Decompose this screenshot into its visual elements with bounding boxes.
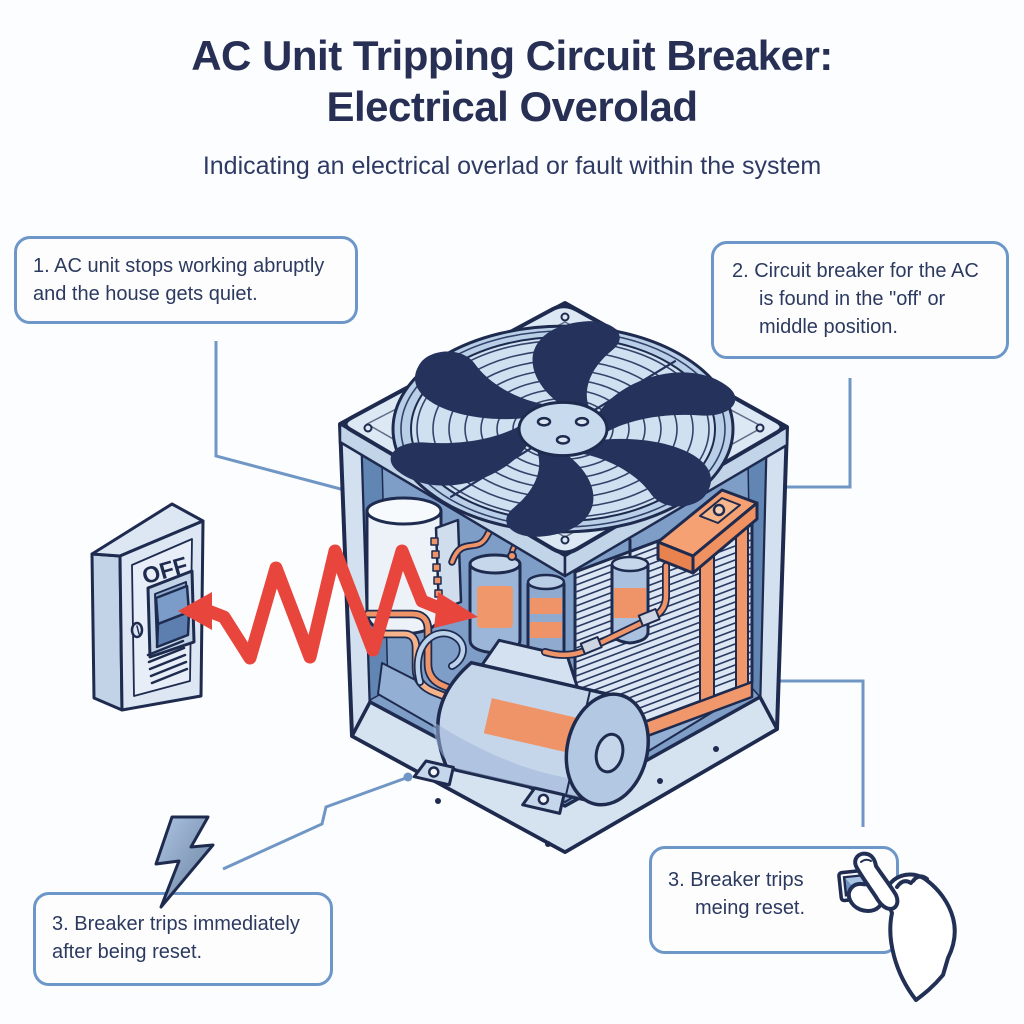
refrigerant-pipes-floor	[363, 609, 507, 715]
coil-top-slab	[656, 488, 759, 558]
interior-floor	[377, 660, 753, 803]
leader-line-step3-left	[222, 776, 407, 871]
capacitor-1	[468, 551, 522, 655]
top-panel-screws	[363, 312, 765, 545]
interior-left-wall	[361, 449, 389, 701]
fan-icon	[384, 309, 742, 549]
coil-orange-strip	[735, 507, 749, 689]
leader-line-step2	[772, 378, 852, 489]
callout-step-2-text: 2. Circuit breaker for the AC is found i…	[732, 260, 979, 338]
ac-unit-interior	[360, 448, 768, 808]
refrigerant-pipes-upper	[448, 510, 632, 566]
callout-step-2: 2. Circuit breaker for the AC is found i…	[711, 241, 1009, 359]
discharge-pipe	[541, 562, 670, 659]
leader-dot-step2	[765, 482, 775, 492]
leader-lines	[214, 341, 865, 871]
callout-step-3-left: 3. Breaker trips immediately after being…	[33, 892, 333, 986]
zigzag-arrow-icon	[178, 544, 478, 665]
fan-hub-screws	[538, 418, 588, 443]
callout-step-3-right-text: 3. Breaker trips meing reset.	[668, 869, 806, 919]
callout-step-3-left-text: 3. Breaker trips immediately after being…	[52, 913, 300, 963]
breaker-off-label: OFF	[139, 551, 190, 589]
fan-grille-spokes	[451, 361, 675, 497]
page-title: AC Unit Tripping Circuit Breaker: Electr…	[0, 30, 1024, 132]
breaker-toggle-switch	[146, 569, 196, 659]
leader-dot-step1	[347, 487, 357, 497]
fan-hub	[519, 402, 607, 455]
leader-dot-step3-right	[767, 676, 777, 686]
leader-line-step1	[214, 341, 353, 494]
fan-blades	[384, 309, 742, 549]
ac-unit-shell	[338, 301, 789, 854]
compressor	[412, 638, 650, 815]
fan-grille-rings	[401, 331, 725, 527]
arrowhead-right	[434, 592, 478, 628]
page-subtitle: Indicating an electrical overlad or faul…	[202, 152, 822, 180]
capacitor-2	[526, 573, 566, 706]
base-rim	[350, 695, 779, 854]
top-panel-edge	[563, 425, 789, 578]
coil-bottom-strip	[573, 680, 754, 765]
coil-orange-strip	[699, 519, 715, 703]
title-line-2: Electrical Overolad	[326, 83, 698, 131]
title-line-1: AC Unit Tripping Circuit Breaker:	[191, 32, 833, 79]
top-panel-edge	[338, 422, 567, 578]
callout-step-1-text: 1. AC unit stops working abruptly and th…	[33, 255, 325, 305]
interior-right-wall	[747, 451, 767, 698]
ac-unit-illustration	[338, 301, 789, 854]
terminal-plate	[430, 518, 463, 612]
keyhole	[130, 621, 144, 639]
leader-line-step3-right	[772, 679, 865, 827]
hand-knuckles	[895, 874, 929, 889]
base-rim-screws	[435, 746, 719, 847]
condenser-coil	[573, 488, 759, 765]
callout-step-3-right: 3. Breaker trips meing reset.	[649, 846, 899, 954]
leader-dot-step3-left	[403, 772, 413, 782]
breaker-panel-icon: OFF	[90, 502, 205, 712]
vent-slats	[146, 639, 189, 685]
arrowhead-left	[178, 592, 212, 630]
callout-step-1: 1. AC unit stops working abruptly and th…	[14, 236, 358, 324]
capacitor-3	[610, 555, 650, 645]
compressor-feet	[412, 759, 566, 815]
accumulator-cylinder	[365, 496, 443, 636]
